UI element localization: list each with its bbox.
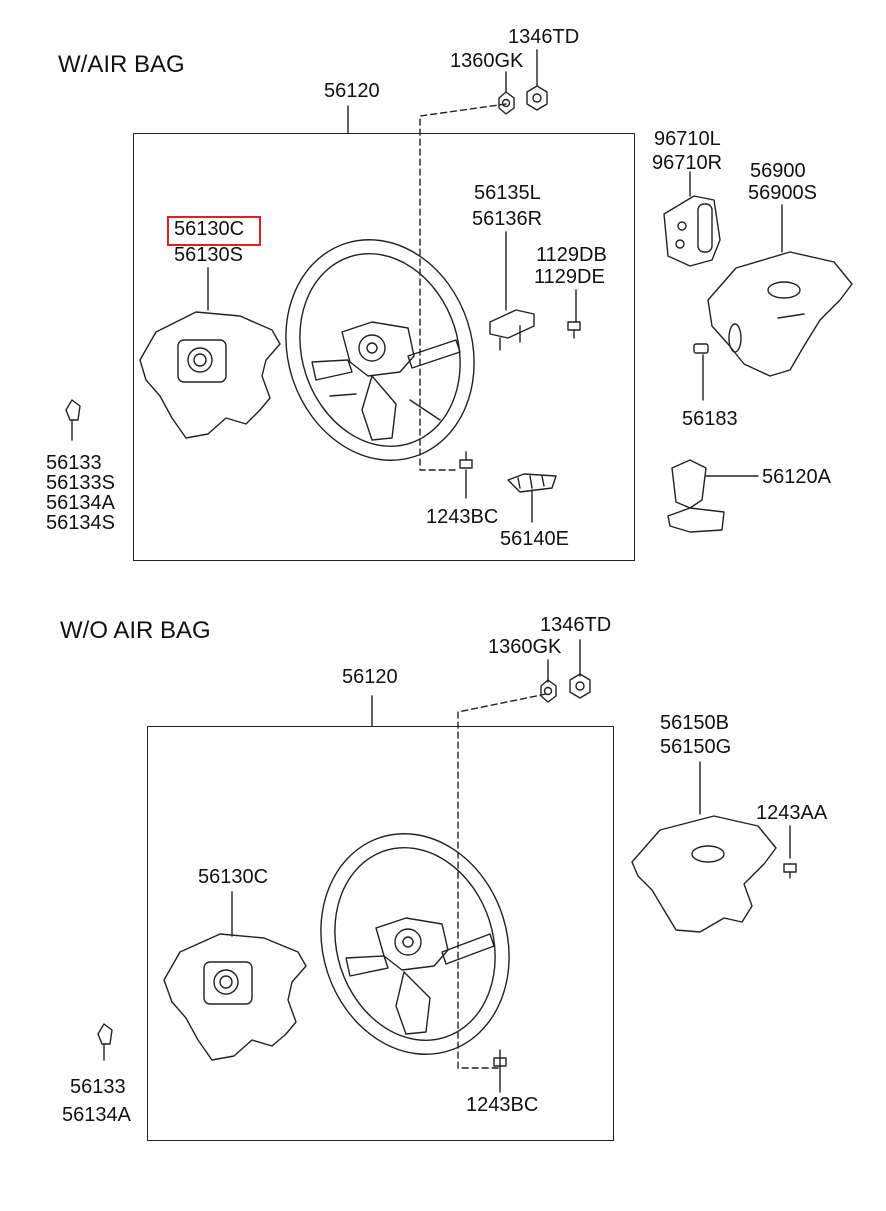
part-label-56150b[interactable]: 56150B xyxy=(660,712,729,734)
screw-1243bc-bottom-icon xyxy=(493,1049,507,1067)
part-label-56134a-bottom[interactable]: 56134A xyxy=(62,1104,131,1126)
bolt-56183-icon xyxy=(693,343,709,354)
section-title-without-airbag: W/O AIR BAG xyxy=(60,617,211,644)
part-label-56133-top[interactable]: 56133 xyxy=(46,452,102,474)
part-label-1360gk-bottom[interactable]: 1360GK xyxy=(488,636,562,658)
part-label-1243aa[interactable]: 1243AA xyxy=(756,802,828,824)
part-label-1346td-bottom[interactable]: 1346TD xyxy=(540,614,612,636)
part-label-56900s[interactable]: 56900S xyxy=(748,182,817,204)
cover-56133-top-icon xyxy=(65,399,81,421)
part-label-56120-top[interactable]: 56120 xyxy=(324,80,380,102)
clip-56120a-icon xyxy=(667,459,725,533)
screw-1243bc-top-icon xyxy=(459,451,473,469)
part-label-56140e[interactable]: 56140E xyxy=(500,528,569,550)
section-title-with-airbag: W/AIR BAG xyxy=(58,51,185,78)
part-label-56135l[interactable]: 56135L xyxy=(474,182,541,204)
leader-nut-bottom xyxy=(457,693,547,1069)
connector-56140e-icon xyxy=(507,473,557,493)
nut-1360gk-top-icon xyxy=(498,91,515,115)
leader-nut-top xyxy=(419,103,507,471)
part-label-56183[interactable]: 56183 xyxy=(682,408,738,430)
screw-1129-icon xyxy=(567,321,581,339)
part-label-56900[interactable]: 56900 xyxy=(750,160,806,182)
part-label-56130c-top[interactable]: 56130C xyxy=(174,218,245,240)
part-label-96710r[interactable]: 96710R xyxy=(652,152,723,174)
part-label-56130c-bottom[interactable]: 56130C xyxy=(198,866,269,888)
part-label-56133s[interactable]: 56133S xyxy=(46,472,115,494)
part-label-56134s[interactable]: 56134S xyxy=(46,512,115,534)
part-label-56134a-top[interactable]: 56134A xyxy=(46,492,115,514)
remote-switch-96710-icon xyxy=(663,195,721,267)
nut-1360gk-bottom-icon xyxy=(540,679,557,703)
part-label-56120a[interactable]: 56120A xyxy=(762,466,831,488)
part-label-1346td-top[interactable]: 1346TD xyxy=(508,26,580,48)
part-label-1243bc-top[interactable]: 1243BC xyxy=(426,506,499,528)
assembly-frame-top xyxy=(133,133,635,561)
bracket-56135-icon xyxy=(489,309,535,351)
steering-wheel-bottom-icon xyxy=(320,833,510,1055)
airbag-module-56130c-top-icon xyxy=(139,311,281,439)
part-label-56136r[interactable]: 56136R xyxy=(472,208,543,230)
nut-1346td-top-icon xyxy=(526,85,548,111)
nut-1346td-bottom-icon xyxy=(569,673,591,699)
part-label-1129db[interactable]: 1129DB xyxy=(536,244,607,266)
horn-pad-56150-icon xyxy=(631,815,777,933)
assembly-frame-bottom xyxy=(147,726,614,1141)
airbag-56900-icon xyxy=(707,251,853,377)
part-label-56133-bottom[interactable]: 56133 xyxy=(70,1076,126,1098)
highlight-box-56130c xyxy=(167,216,261,246)
part-label-1243bc-bottom[interactable]: 1243BC xyxy=(466,1094,539,1116)
part-label-1360gk-top[interactable]: 1360GK xyxy=(450,50,524,72)
screw-1243aa-icon xyxy=(783,863,797,879)
cover-56133-bottom-icon xyxy=(97,1023,113,1045)
part-label-1129de[interactable]: 1129DE xyxy=(534,266,605,288)
steering-wheel-top-icon xyxy=(285,239,475,461)
horn-pad-56130c-bottom-icon xyxy=(163,933,307,1061)
part-label-56150g[interactable]: 56150G xyxy=(660,736,732,758)
part-label-56130s[interactable]: 56130S xyxy=(174,244,243,266)
part-label-56120-bottom[interactable]: 56120 xyxy=(342,666,398,688)
part-label-96710l[interactable]: 96710L xyxy=(654,128,721,150)
